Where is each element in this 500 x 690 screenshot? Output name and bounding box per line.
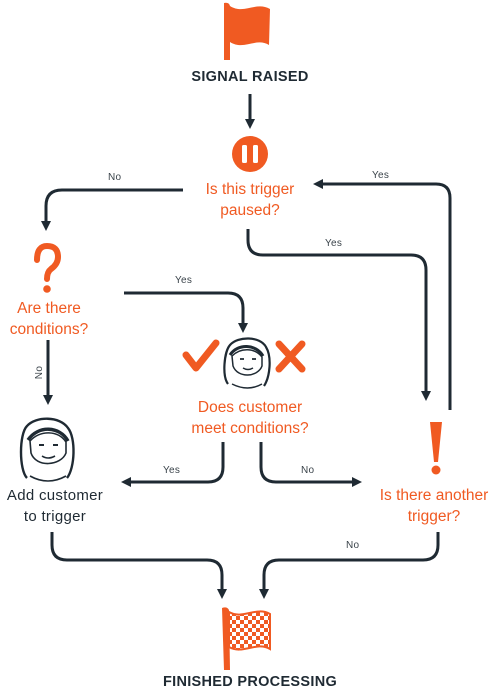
edge-label-paused-yes: Yes: [325, 238, 343, 249]
node-another-trigger-line2: trigger?: [407, 508, 461, 525]
arrow-meet-no: [259, 442, 362, 487]
check-mark-icon: [182, 339, 220, 372]
node-trigger-paused-line1: Is this trigger: [205, 181, 295, 198]
arrow-add-to-finished: [50, 532, 227, 599]
edge-label-meet-yes: Yes: [163, 465, 181, 476]
node-are-conditions-line2: conditions?: [9, 321, 89, 338]
pause-icon: [232, 136, 268, 172]
node-trigger-paused: Is this trigger paused?: [160, 179, 340, 221]
arrow-another-yes: [313, 179, 452, 410]
node-add-customer: Add customer to trigger: [0, 485, 110, 527]
node-another-trigger: Is there another trigger?: [370, 485, 498, 527]
edge-label-paused-no: No: [108, 172, 122, 183]
node-meet-conditions-line1: Does customer: [197, 399, 303, 416]
arrow-meet-yes: [121, 442, 225, 487]
customer-face-icon: [19, 417, 75, 482]
node-add-customer-line1: Add customer: [6, 487, 104, 504]
node-another-trigger-line1: Is there another: [379, 487, 489, 504]
arrow-paused-yes: [246, 229, 431, 401]
node-trigger-paused-line2: paused?: [220, 202, 280, 219]
cross-mark-icon: [275, 340, 306, 373]
node-finished-processing: FINISHED PROCESSING: [162, 674, 338, 690]
question-mark-icon: [34, 242, 62, 293]
node-signal-raised: SIGNAL RAISED: [191, 69, 309, 85]
arrow-another-no: [259, 532, 440, 599]
edge-label-another-no: No: [346, 540, 360, 551]
exclamation-mark-icon: [430, 422, 442, 475]
edge-label-another-yes: Yes: [372, 170, 390, 181]
node-are-conditions: Are there conditions?: [0, 298, 98, 340]
node-add-customer-line2: to trigger: [23, 508, 87, 525]
edge-label-conditions-yes: Yes: [175, 275, 193, 286]
checkered-flag-icon: [222, 607, 271, 670]
edge-label-conditions-no: No: [34, 365, 46, 380]
node-meet-conditions: Does customer meet conditions?: [160, 397, 340, 439]
arrow-conditions-yes: [124, 291, 248, 333]
node-meet-conditions-line2: meet conditions?: [191, 420, 309, 437]
node-are-conditions-line1: Are there: [17, 300, 81, 317]
arrow-paused-no: [41, 188, 183, 231]
customer-face-icon: [223, 337, 271, 389]
red-flag-icon: [224, 2, 270, 61]
edge-label-meet-no: No: [301, 465, 315, 476]
